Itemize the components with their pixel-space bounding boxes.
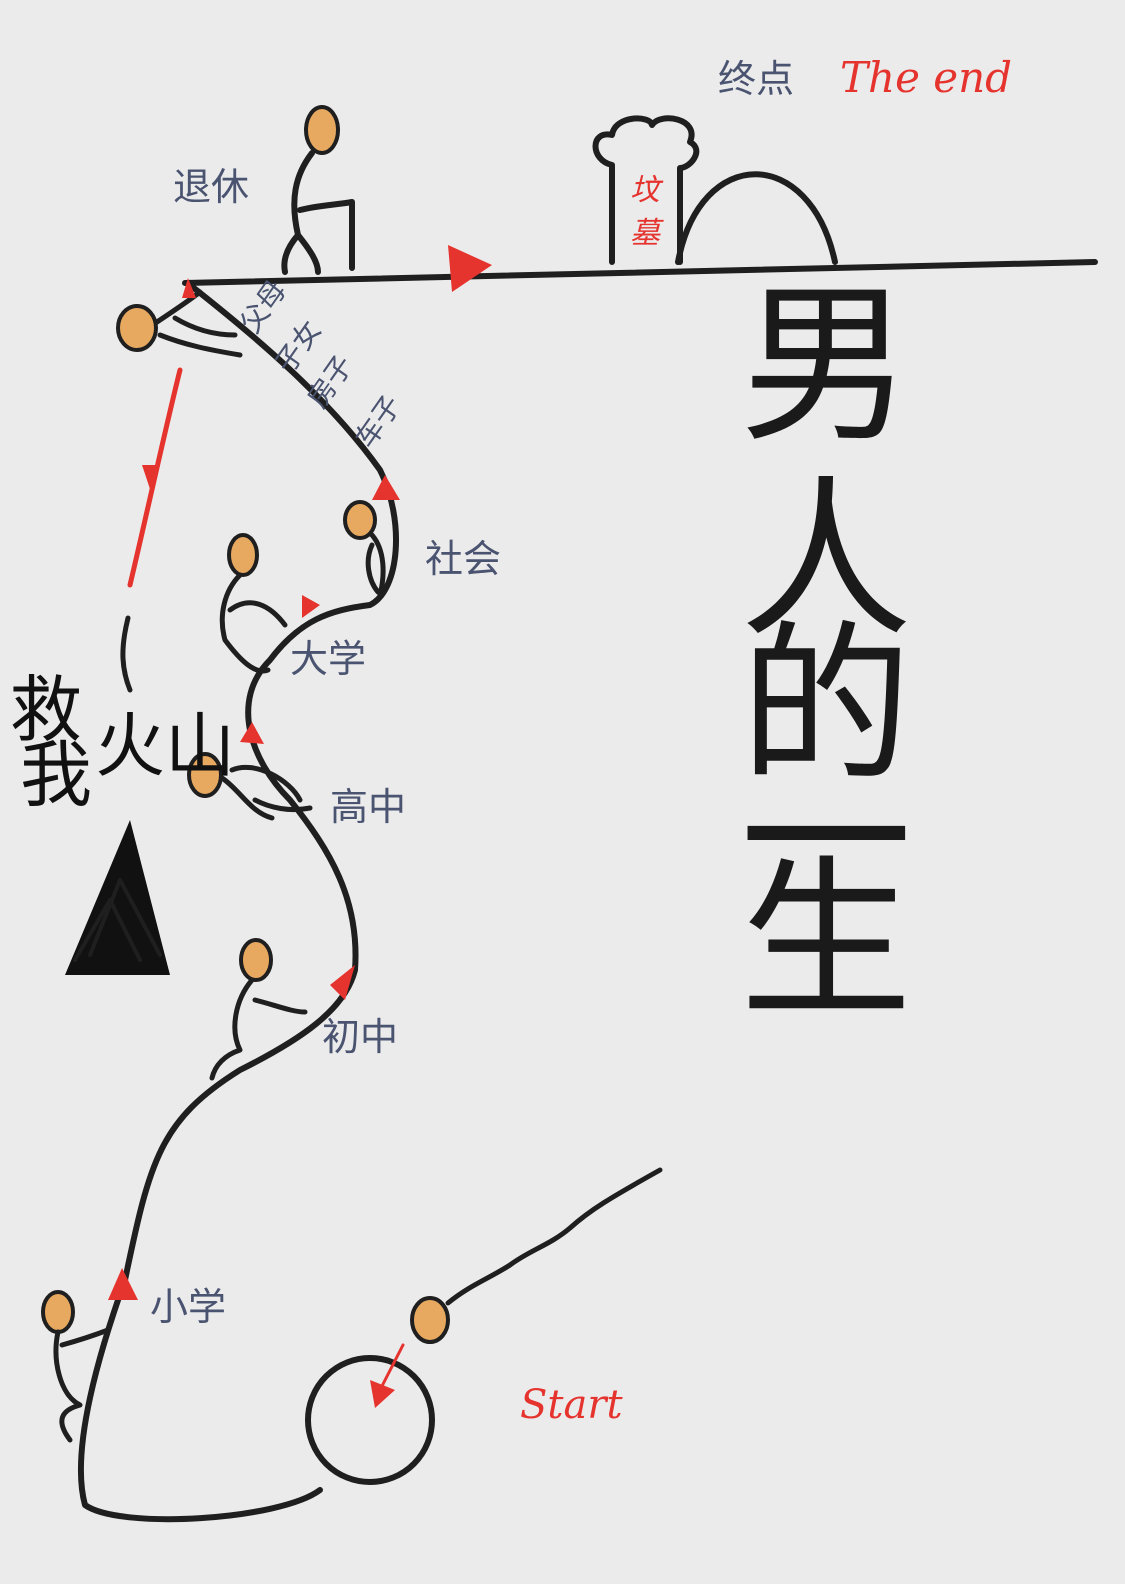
retired-head <box>304 105 340 155</box>
life-path <box>77 282 399 1523</box>
figure-middle-school <box>209 938 308 1081</box>
help-label-1: 救 <box>10 668 82 752</box>
end-label-en: The end <box>840 53 1012 102</box>
stage-society: 社会 <box>425 537 501 581</box>
volcano-label: 火山 <box>95 705 235 787</box>
stage-primary-school: 小学 <box>150 1285 226 1329</box>
tomb-label-1: 坟 <box>630 173 664 208</box>
fall-arrow <box>142 465 160 495</box>
help-line-left <box>120 615 133 693</box>
figure-high-school <box>187 752 313 821</box>
arrow-middle-school <box>330 965 355 1000</box>
figure-primary-school <box>41 1290 111 1443</box>
top-line-arrow <box>448 245 492 292</box>
retired-figure <box>281 105 355 275</box>
stage-retire: 退休 <box>173 165 249 209</box>
figure-cliff-top <box>116 289 243 358</box>
arrow-society <box>372 475 400 500</box>
title-char-3: 的 <box>740 605 912 806</box>
start-sperm-head <box>410 1296 450 1344</box>
start-label: Start <box>520 1382 623 1428</box>
title-char-5: 生 <box>740 840 912 1041</box>
top-ground-line <box>182 259 1098 286</box>
start-circle <box>305 1355 435 1485</box>
figure-university <box>219 533 288 674</box>
title-char-4: 一 <box>740 740 912 941</box>
start-arrow-line <box>378 1343 405 1392</box>
start-sperm-tail <box>445 1167 663 1306</box>
end-label-zh: 终点 <box>718 57 794 101</box>
arrow-high-school <box>240 722 264 744</box>
arrow-university <box>302 595 320 618</box>
title-char-2: 人 <box>740 460 912 661</box>
arrow-primary-school <box>108 1268 138 1300</box>
title-char-1: 男 <box>740 265 912 466</box>
arrow-cliff-top <box>182 278 196 298</box>
tomb-label-2: 墓 <box>630 216 664 251</box>
help-label-2: 我 <box>20 733 92 817</box>
start-arrow-head <box>370 1380 395 1408</box>
volcano-icon <box>65 820 170 975</box>
stage-university: 大学 <box>290 637 366 681</box>
stage-middle-school: 初中 <box>322 1015 398 1059</box>
stage-high-school: 高中 <box>330 785 406 829</box>
tombstone <box>592 115 700 265</box>
figure-society <box>343 500 386 598</box>
burial-mound <box>675 171 838 265</box>
